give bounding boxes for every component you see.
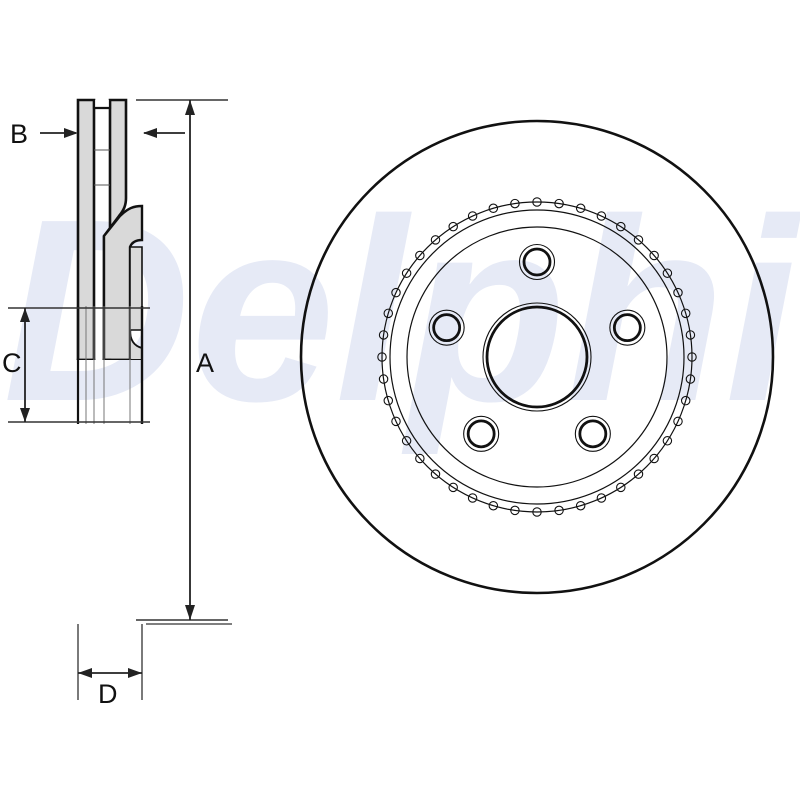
dim-d-arrow-left — [78, 668, 92, 678]
vane-bump — [383, 395, 394, 406]
vane-bump — [662, 436, 673, 446]
bolt-hole-chamfer — [463, 415, 500, 452]
bolt-hole — [574, 415, 611, 452]
vane-ring-outer — [381, 201, 693, 513]
dimension-d: D — [77, 624, 143, 709]
bolt-hole-chamfer — [428, 309, 465, 346]
vane-bump — [401, 436, 412, 446]
outboard-friction-plate — [76, 98, 96, 360]
bolt-hole-chamfer — [518, 243, 556, 281]
plate-top-notch — [92, 100, 112, 110]
dim-c-arrow-bottom — [20, 408, 30, 422]
vane-bump — [430, 235, 441, 245]
vane-bump — [415, 250, 425, 261]
vane-bump — [649, 250, 659, 261]
dim-b-arrow-right — [143, 128, 157, 138]
hat-flange-upper — [129, 246, 143, 331]
vane-bump — [596, 493, 607, 503]
vane-bump — [488, 203, 499, 214]
dimension-a: A — [136, 99, 228, 621]
hat-outer-edge — [406, 226, 668, 488]
section-bore-lines — [76, 306, 144, 424]
bolt-hole-chamfer — [574, 415, 611, 452]
vane-bump — [383, 308, 394, 319]
vane-bump — [596, 211, 607, 221]
dim-a-arrow-bottom — [185, 605, 195, 620]
vane-bump — [616, 221, 626, 232]
dim-a-label: A — [196, 348, 214, 378]
vane-ring-inner — [389, 209, 685, 505]
vane-bump — [680, 308, 691, 319]
centre-bore-outer — [482, 302, 592, 412]
vane-bump — [649, 453, 659, 464]
dim-b-label: B — [10, 119, 28, 149]
bolt-hole-bore — [612, 313, 642, 343]
centre-bore-inner — [485, 305, 589, 409]
vane-ring-bumps — [377, 197, 697, 517]
cross-section-view — [76, 98, 144, 424]
dimension-c: C — [2, 307, 150, 423]
vane-bump — [633, 235, 644, 245]
bolt-hole-bore — [432, 313, 462, 343]
vane-bump — [575, 203, 586, 214]
bolt-hole-group — [428, 243, 646, 452]
vane-bump — [448, 482, 458, 493]
vane-bump — [467, 211, 478, 221]
vane-bump — [430, 469, 441, 479]
vane-bump — [391, 287, 401, 298]
dim-c-arrow-top — [20, 308, 30, 322]
dim-d-label: D — [98, 679, 118, 709]
dimension-b: B — [10, 119, 185, 149]
vane-bump — [575, 500, 586, 511]
vane-bump — [467, 493, 478, 503]
vane-bump — [401, 268, 412, 278]
vane-bump — [633, 469, 644, 479]
bolt-hole-bore — [466, 419, 496, 449]
dim-a-arrow-top — [185, 100, 195, 115]
vane-bump — [488, 500, 499, 511]
bolt-hole — [428, 309, 465, 346]
vane-bump — [680, 395, 691, 406]
dim-b-arrow-left — [64, 128, 78, 138]
bolt-hole — [609, 309, 646, 346]
bolt-hole — [518, 243, 556, 281]
bolt-hole-chamfer — [609, 309, 646, 346]
vane-bump — [673, 287, 683, 298]
vane-bump — [673, 416, 683, 427]
vane-bump — [448, 221, 458, 232]
outer-disc-edge — [299, 119, 775, 595]
vane-bump — [616, 482, 626, 493]
bolt-hole-bore — [522, 247, 552, 277]
vane-bump — [662, 268, 673, 278]
dim-d-arrow-right — [128, 668, 142, 678]
bolt-hole-bore — [578, 419, 608, 449]
vane-bump — [391, 416, 401, 427]
vane-bump — [415, 453, 425, 464]
bolt-hole — [463, 415, 500, 452]
dim-c-label: C — [2, 348, 22, 378]
front-face-view — [299, 119, 775, 595]
